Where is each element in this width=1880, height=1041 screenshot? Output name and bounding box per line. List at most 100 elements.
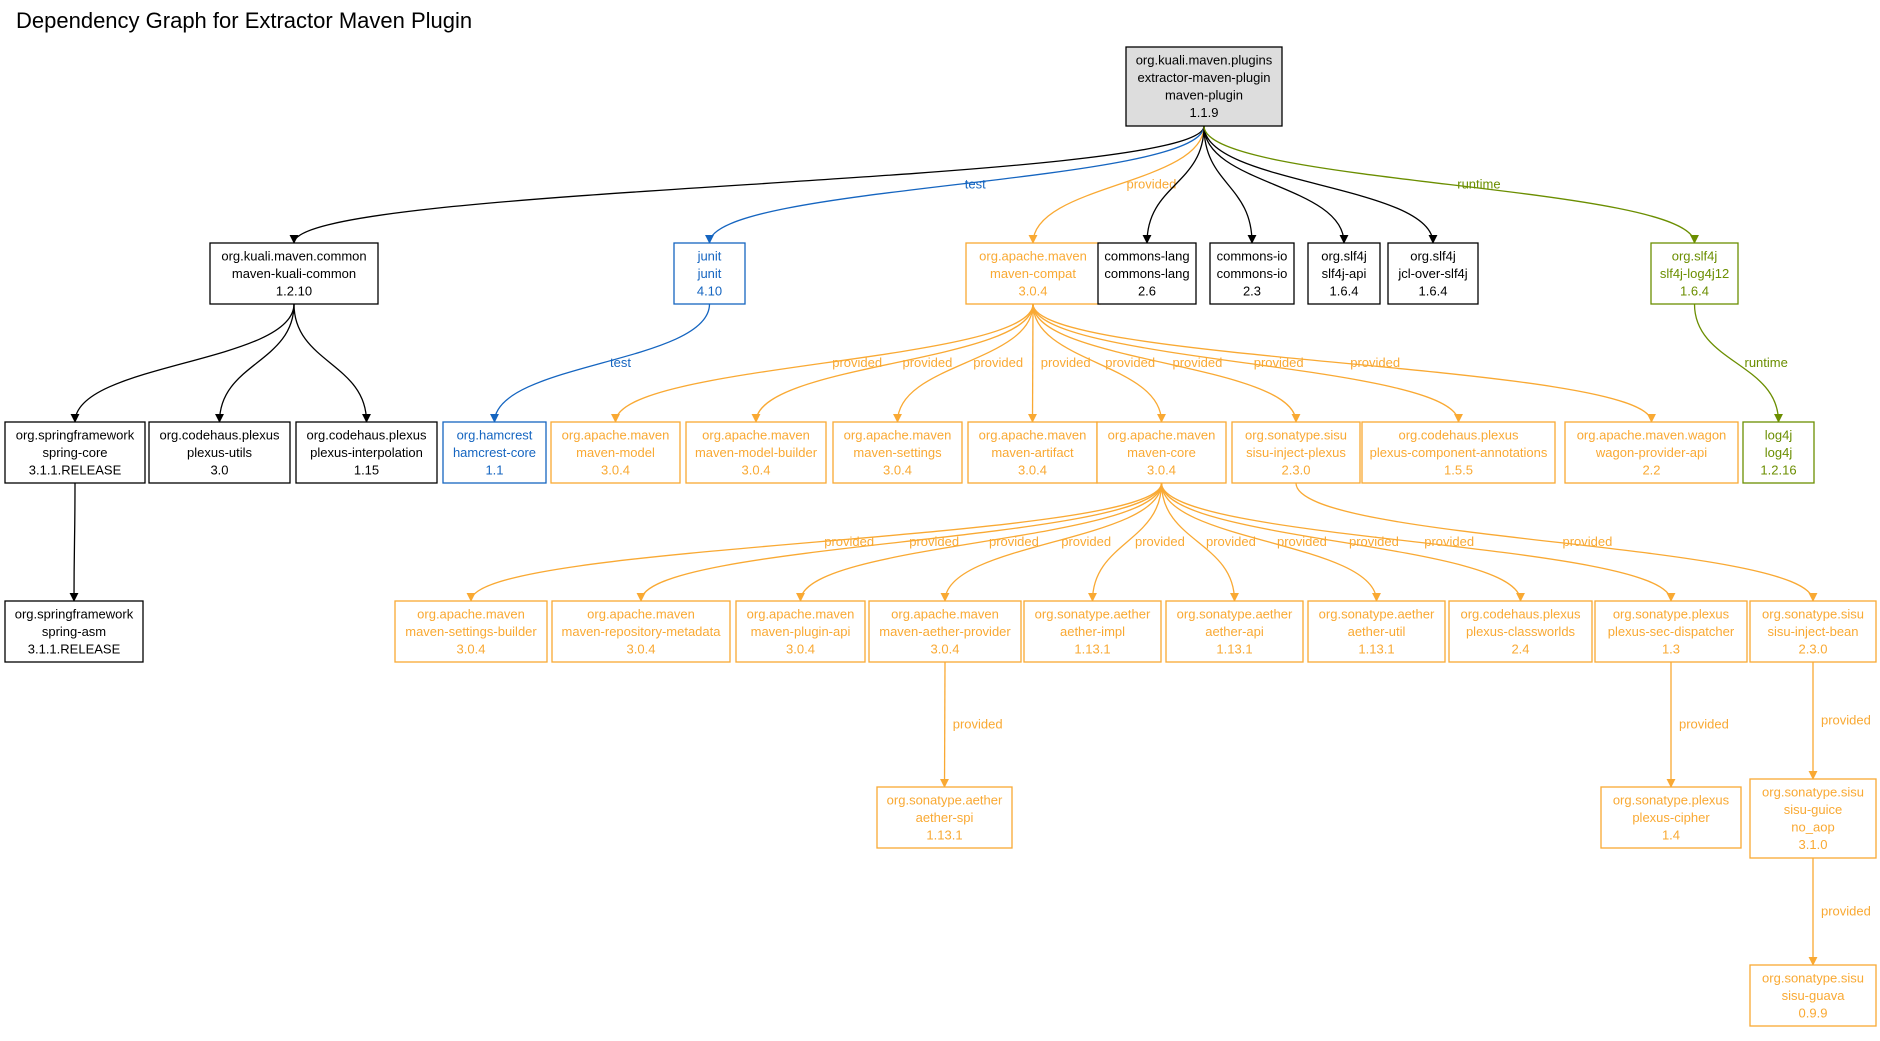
node-label-line: slf4j-api: [1322, 266, 1367, 281]
node-label-line: org.apache.maven: [417, 606, 525, 621]
node-box: [550, 421, 681, 484]
node-maven-aether-provider[interactable]: org.apache.mavenmaven-aether-provider3.0…: [868, 600, 1022, 663]
node-label-line: org.apache.maven: [891, 606, 999, 621]
edge-junit-to-hamcrest-core: test: [489, 303, 711, 423]
node-kuali-common[interactable]: org.kuali.maven.commonmaven-kuali-common…: [209, 242, 379, 305]
node-label-line: org.apache.maven: [747, 606, 855, 621]
node-label-line: plexus-component-annotations: [1370, 445, 1548, 460]
edge-root-to-commons-lang: [1142, 125, 1205, 244]
node-label-line: junit: [697, 266, 722, 281]
edge-label: provided: [1563, 534, 1613, 549]
edge-line: [293, 303, 372, 423]
node-box: [876, 786, 1013, 849]
node-box: [1749, 778, 1877, 859]
node-label-line: org.codehaus.plexus: [160, 427, 280, 442]
node-label-line: commons-lang: [1104, 248, 1189, 263]
node-label-line: log4j: [1765, 427, 1793, 442]
node-box: [1023, 600, 1162, 663]
node-plexus-sec-dispatcher[interactable]: org.sonatype.plexusplexus-sec-dispatcher…: [1594, 600, 1748, 663]
node-label-line: 3.0.4: [742, 462, 771, 477]
node-label-line: 1.2.10: [276, 283, 312, 298]
edge-line: [1203, 125, 1257, 244]
node-label-line: 2.6: [1138, 283, 1156, 298]
edge-maven-compat-to-maven-settings: provided: [892, 303, 1034, 423]
node-label-line: org.sonatype.aether: [1177, 606, 1293, 621]
node-box: [4, 600, 144, 663]
edge-line: [892, 303, 1034, 423]
node-label-line: sisu-guava: [1782, 988, 1846, 1003]
node-label-line: extractor-maven-plugin: [1138, 70, 1271, 85]
edge-spring-core-to-spring-asm: [69, 482, 79, 602]
node-label-line: sisu-inject-bean: [1767, 624, 1858, 639]
node-plexus-interpolation[interactable]: org.codehaus.plexusplexus-interpolation1…: [295, 421, 438, 484]
node-spring-asm[interactable]: org.springframeworkspring-asm3.1.1.RELEA…: [4, 600, 144, 663]
node-box: [832, 421, 963, 484]
node-box: [1096, 421, 1227, 484]
node-wagon-provider-api[interactable]: org.apache.maven.wagon wagon-provider-api…: [1564, 421, 1739, 484]
node-label-line: org.slf4j: [1321, 248, 1367, 263]
edge-line: [939, 661, 950, 788]
node-label-line: org.sonatype.plexus: [1613, 792, 1730, 807]
node-maven-settings-builder[interactable]: org.apache.mavenmaven-settings-builder3.…: [394, 600, 548, 663]
node-label-line: 3.0.4: [601, 462, 630, 477]
edge-line: [1087, 482, 1163, 602]
edge-line: [214, 303, 295, 423]
edge-slf4j-log4j12-to-log4j: runtime: [1693, 303, 1788, 423]
node-box: [685, 421, 827, 484]
edge-maven-compat-to-maven-artifact: provided: [1027, 303, 1091, 423]
edge-line: [1027, 303, 1038, 423]
edge-line: [289, 125, 1205, 244]
edge-maven-core-to-maven-plugin-api: provided: [796, 482, 1163, 602]
node-label-line: maven-aether-provider: [879, 624, 1011, 639]
node-label-line: aether-api: [1205, 624, 1264, 639]
node-spring-core[interactable]: org.springframeworkspring-core3.1.1.RELE…: [4, 421, 146, 484]
edge-root-to-commons-io: [1203, 125, 1257, 244]
node-root[interactable]: org.kuali.maven.plugins extractor-maven-p…: [1125, 46, 1283, 127]
node-label-line: org.slf4j: [1672, 248, 1718, 263]
edge-label: provided: [1821, 904, 1871, 919]
node-label-line: org.kuali.maven.plugins: [1136, 53, 1273, 68]
edge-label: test: [610, 355, 631, 370]
node-label-line: org.sonatype.sisu: [1762, 606, 1864, 621]
node-maven-repository-metadata[interactable]: org.apache.mavenmaven-repository-metadat…: [551, 600, 731, 663]
node-label-line: 3.0.4: [786, 641, 815, 656]
edge-root-to-maven-compat: provided: [1028, 125, 1205, 244]
edge-label: provided: [824, 534, 874, 549]
edge-label: provided: [1350, 355, 1400, 370]
node-label-line: org.codehaus.plexus: [1461, 606, 1581, 621]
node-box: [965, 242, 1101, 305]
node-label-line: wagon-provider-api: [1595, 445, 1707, 460]
node-label-line: org.apache.maven.wagon: [1577, 427, 1727, 442]
node-plexus-component-annotations[interactable]: org.codehaus.plexusplexus-component-anno…: [1361, 421, 1556, 484]
edge-maven-core-to-plexus-classworlds: provided: [1160, 482, 1526, 602]
edge-root-to-slf4j-api: [1203, 125, 1349, 244]
node-label-line: 3.0.4: [883, 462, 912, 477]
edge-line: [1295, 482, 1818, 602]
